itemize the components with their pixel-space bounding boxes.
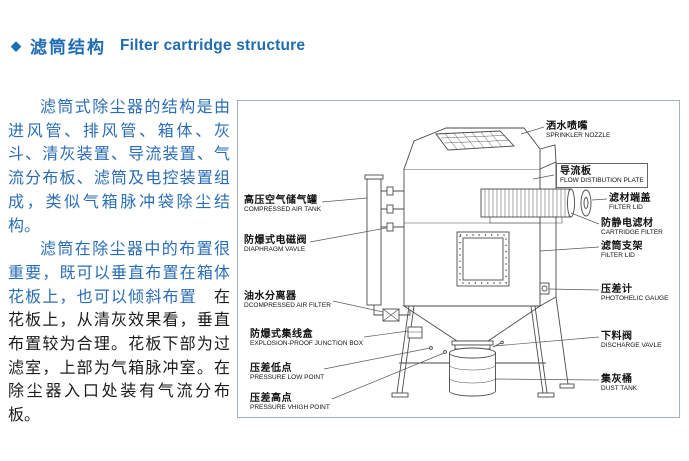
diagram-panel: 洒水喷嘴 SPRINKLER NOZZLE 导流板 FLOW DISTIBUTI… <box>237 100 680 418</box>
diagram-label-junction-box: 防爆式集线盒 EXPLOSION-PROOF JUNCTION BOX <box>250 329 363 348</box>
label-en: CARTRIDGE FILTER <box>601 229 663 236</box>
paragraph-2-plain-text: 在花板上，从清灰效果看，垂直布置较为合理。花板下部为过滤室，上部为气箱脉冲室。在… <box>8 288 230 425</box>
leader-lines <box>309 126 608 400</box>
diagram-label-sprinkler-nozzle: 洒水喷嘴 SPRINKLER NOZZLE <box>546 121 610 140</box>
low-pressure-tap <box>429 346 433 350</box>
body-text: 滤筒式除尘器的结构是由进风管、排风管、箱体、灰斗、清灰装置、导流装置、气流分布板… <box>8 96 230 428</box>
paragraph-1: 滤筒式除尘器的结构是由进风管、排风管、箱体、灰斗、清灰装置、导流装置、气流分布板… <box>8 96 230 238</box>
roof-grille <box>435 130 515 151</box>
label-en: PHOTOHELIC GAUGE <box>601 295 669 302</box>
paragraph-2-colored-text: 滤筒在除尘器中的布置很重要，既可以垂直布置在箱体花板上，也可以倾斜布置 <box>8 241 230 306</box>
cartridge-end-cap <box>580 189 592 217</box>
diagram-label-compressed-air-tank: 高压空气储气罐 COMPRESSED AIR TANK <box>244 195 321 214</box>
label-en: DUST TANK <box>601 385 638 392</box>
support-legs <box>391 305 555 398</box>
label-cn: 滤筒支架 <box>601 241 643 252</box>
label-en: FILTER LID <box>609 204 643 211</box>
dust-barrel <box>449 347 496 397</box>
label-en: DIAPHRAGM VAVLE <box>244 246 306 253</box>
label-cn: 集灰桶 <box>601 374 633 385</box>
label-cn: 油水分离器 <box>244 291 297 302</box>
label-en: DCOMPRESSED AIR FILTER <box>244 302 331 309</box>
machine-line-art <box>309 126 608 400</box>
label-cn: 洒水喷嘴 <box>546 121 588 132</box>
label-cn: 滤材端盖 <box>609 193 651 204</box>
section-header: ◆ 滤筒结构 Filter cartridge structure <box>11 33 305 58</box>
paragraph-1-text: 滤筒式除尘器的结构是由进风管、排风管、箱体、灰斗、清灰装置、导流装置、气流分布板… <box>8 99 230 235</box>
diagram-label-pressure-low-point: 压差低点 PRESSURE LOW POINT <box>250 363 324 382</box>
section-title-en: Filter cartridge structure <box>120 36 306 54</box>
pressure-gauge <box>539 282 550 295</box>
label-cn: 防爆式集线盒 <box>250 329 313 340</box>
label-cn: 压差高点 <box>250 393 292 404</box>
diagram-label-filter-lid: 滤材端盖 FILTER LID <box>609 193 651 212</box>
label-cn: 导流板 <box>560 166 592 177</box>
discharge-valve <box>451 340 504 350</box>
filter-cartridge <box>480 188 592 224</box>
diagram-label-dust-tank: 集灰桶 DUST TANK <box>601 374 637 393</box>
label-en: PRESSURE VHIGH POINT <box>250 404 330 411</box>
hopper <box>402 305 542 342</box>
paragraph-2: 滤筒在除尘器中的布置很重要，既可以垂直布置在箱体花板上，也可以倾斜布置 在花板上… <box>8 238 230 428</box>
section-title-cn: 滤筒结构 <box>30 38 106 57</box>
label-cn: 防静电滤材 <box>601 218 654 229</box>
junction-box <box>407 326 423 339</box>
label-cn: 下料阀 <box>601 331 633 342</box>
diagram-label-diaphragm-valve: 防爆式电磁阀 DIAPHRAGM VAVLE <box>244 235 307 254</box>
compressed-air-tank <box>364 174 411 322</box>
label-en: FILTER LID <box>601 252 635 259</box>
label-en: EXPLOSION-PROOF JUNCTION BOX <box>250 340 364 347</box>
label-en: PRESSURE LOW POINT <box>250 374 325 381</box>
access-door <box>456 231 510 287</box>
diagram-label-cartridge-filter: 防静电滤材 CARTRIDGE FILTER <box>601 218 663 237</box>
diagram-label-pressure-high-point: 压差高点 PRESSURE VHIGH POINT <box>250 393 330 412</box>
diagram-label-flow-distribution-plate: 导流板 FLOW DISTIBUTION PLATE <box>556 163 648 188</box>
label-en: SPRINKLER NOZZLE <box>546 132 611 139</box>
label-cn: 压差计 <box>601 284 633 295</box>
label-cn: 防爆式电磁阀 <box>244 235 307 246</box>
diamond-bullet-icon: ◆ <box>11 38 21 53</box>
diagram-label-photohelic-gauge: 压差计 PHOTOHELIC GAUGE <box>601 284 668 303</box>
high-pressure-tap <box>443 350 447 354</box>
label-en: FLOW DISTIBUTION PLATE <box>560 177 644 184</box>
label-cn: 高压空气储气罐 <box>244 195 318 206</box>
diagram-label-air-filter: 油水分离器 DCOMPRESSED AIR FILTER <box>244 291 331 310</box>
label-cn: 压差低点 <box>250 363 292 374</box>
diagram-label-discharge-valve: 下料阀 DISCHARGE VAVLE <box>601 331 661 350</box>
label-en: COMPRESSED AIR TANK <box>244 206 322 213</box>
diagram-label-filter-support: 滤筒支架 FILTER LID <box>601 241 643 260</box>
label-en: DISCHARGE VAVLE <box>601 342 662 349</box>
